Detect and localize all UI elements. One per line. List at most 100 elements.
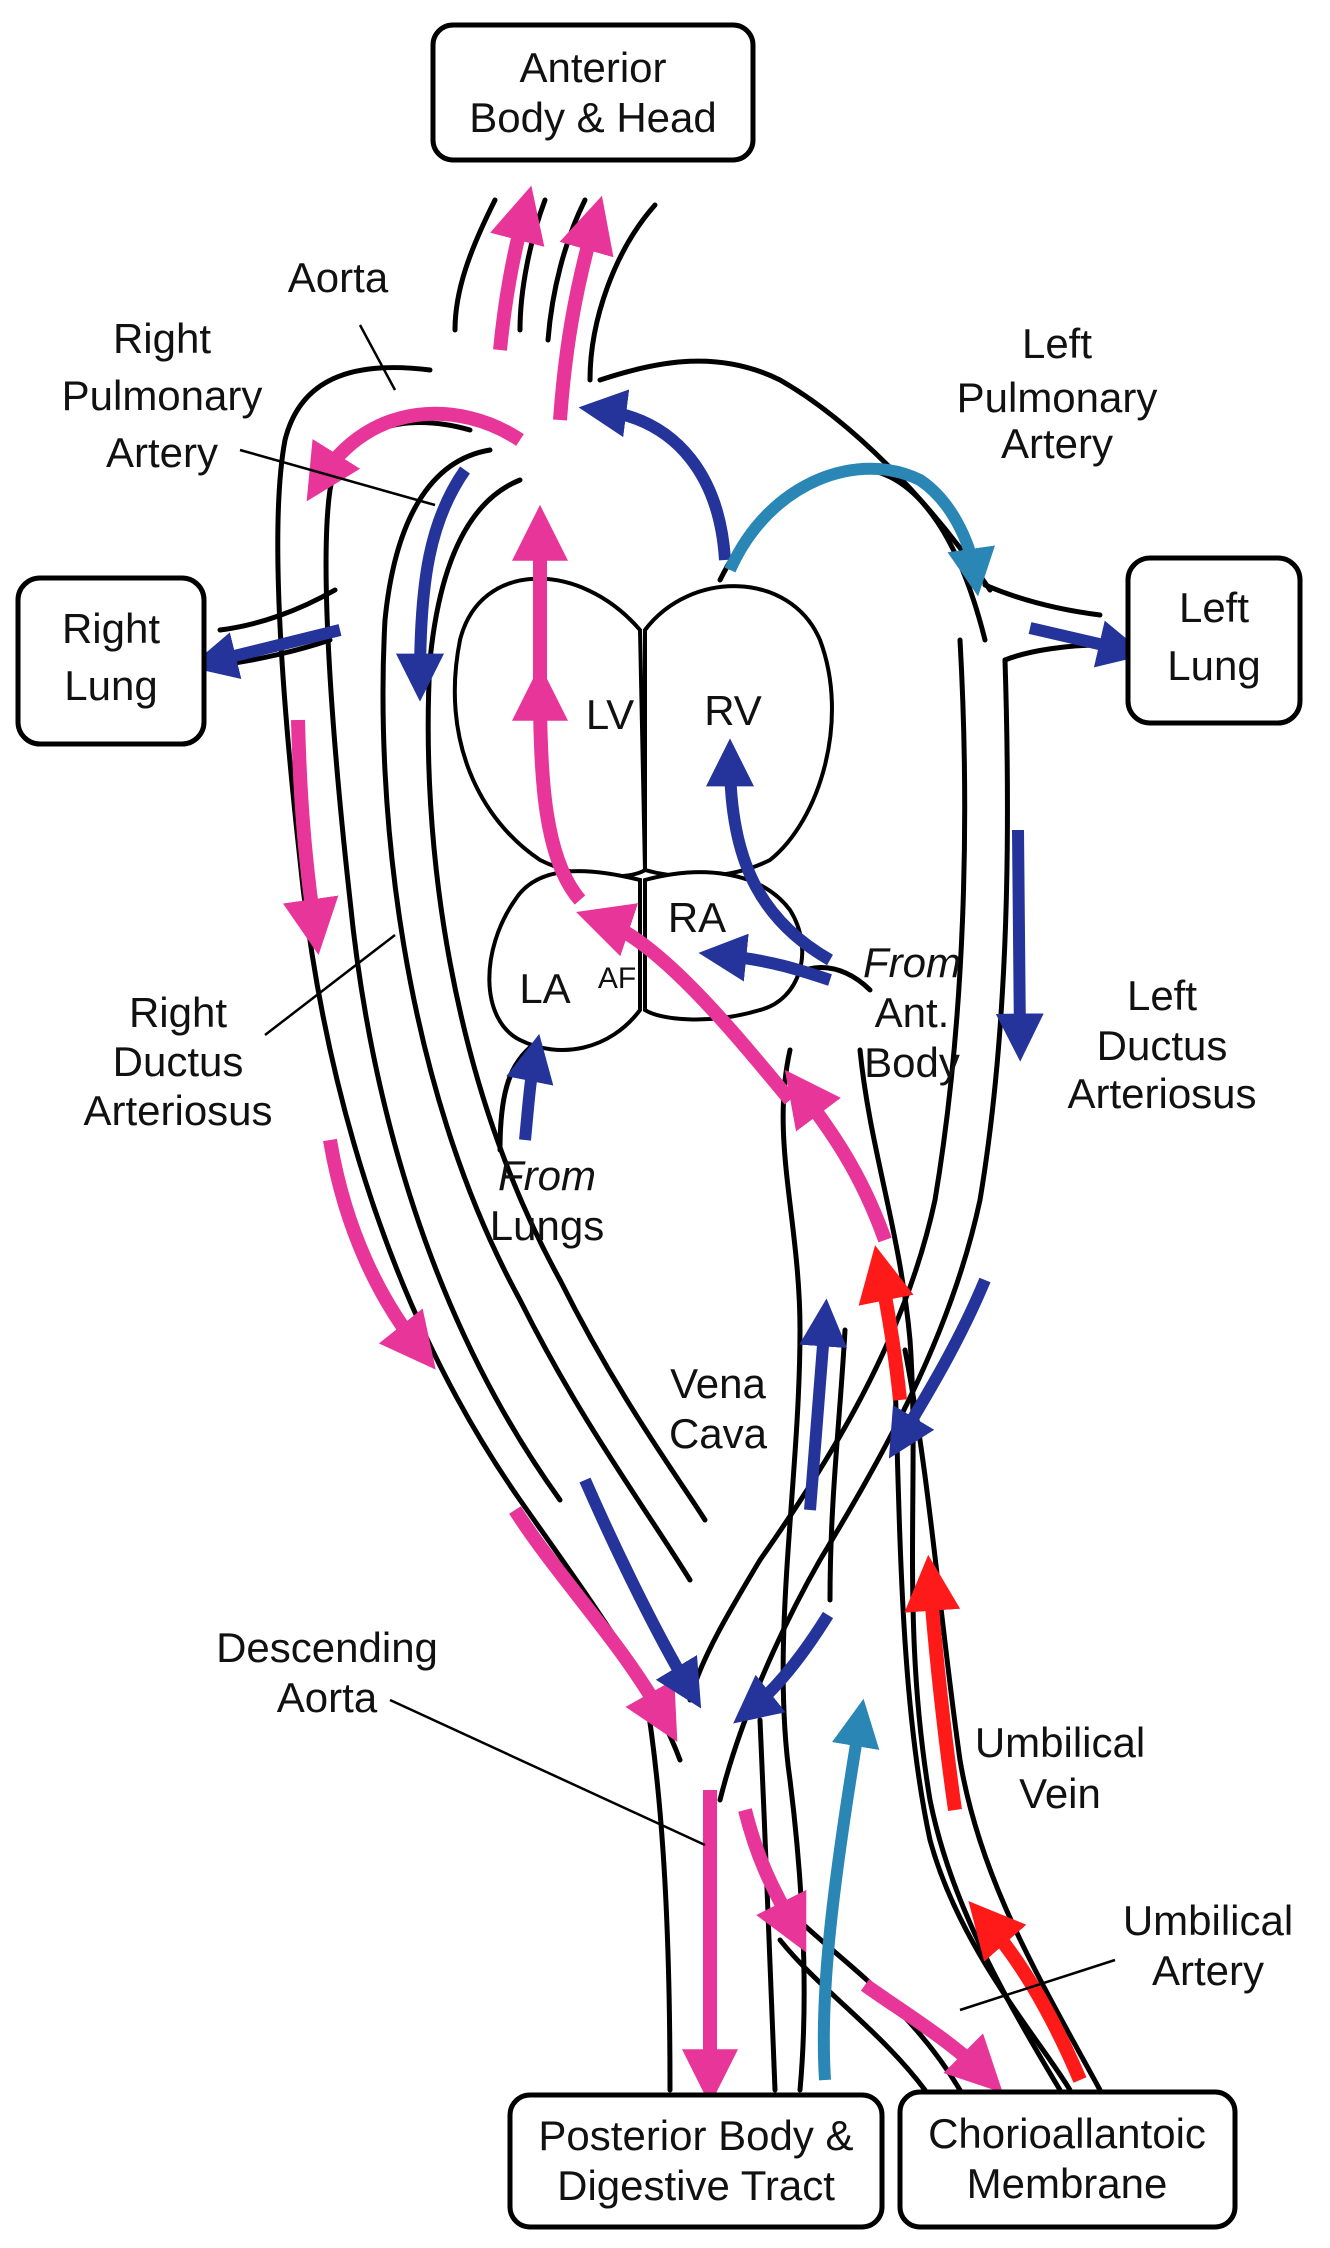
arrow-red-umbilical-2 xyxy=(904,1554,962,1811)
label-right-pulmonary-1: Right xyxy=(113,315,211,362)
label-ra: RA xyxy=(668,894,726,941)
right-ductus-outer xyxy=(380,447,693,1583)
arrow-blue-pulm-trunk xyxy=(578,389,731,561)
arrow-blue-from-lungs xyxy=(506,1033,554,1141)
label-left-ductus-1: Left xyxy=(1127,972,1197,1019)
arrow-blue-left-ductus-3 xyxy=(733,1611,834,1724)
box-anterior-line1: Anterior xyxy=(519,44,666,91)
label-umbilical-artery-1: Umbilical xyxy=(1123,1897,1293,1944)
arrow-pink-right-arch-2 xyxy=(323,1138,436,1370)
arrow-blue-left-ductus-1 xyxy=(995,829,1044,1062)
box-anterior-line2: Body & Head xyxy=(469,94,717,141)
label-aorta: Aorta xyxy=(288,254,389,301)
arrow-blue-vena-cava xyxy=(799,1298,848,1511)
label-rv: RV xyxy=(704,687,762,734)
arrow-red-umbilical-3 xyxy=(858,1245,914,1401)
vena-cava-right xyxy=(857,1047,1063,2093)
vena-cava-branch xyxy=(827,1327,848,1603)
box-posterior-body: Posterior Body & Digestive Tract xyxy=(507,2092,885,2230)
arrow-pink-desc-2 xyxy=(738,1808,807,1953)
box-right-lung: Right Lung xyxy=(15,575,207,747)
arrow-pink-vena-up xyxy=(784,1069,892,1243)
arrow-blue-right-pulm xyxy=(396,466,470,702)
arrow-red-umbilical-1 xyxy=(968,1901,1087,2083)
arrow-blue-right-ductus xyxy=(579,1477,702,1709)
umbilical-vein-outer xyxy=(902,1347,1103,2093)
left-lung-branch-bottom xyxy=(1002,642,1103,663)
label-lv: LV xyxy=(586,691,634,738)
umbilical-artery-bottom xyxy=(777,1937,928,2093)
label-left-ductus-2: Ductus xyxy=(1097,1022,1228,1069)
label-vena-cava-2: Cava xyxy=(669,1410,768,1457)
arrow-pink-rv-out xyxy=(512,664,586,905)
label-left-pulmonary-2: Pulmonary xyxy=(957,374,1158,421)
labels: Aorta Right Pulmonary Artery Left Pulmon… xyxy=(62,254,1294,1994)
arrow-pink-anterior-2 xyxy=(553,195,614,421)
descending-aorta-right xyxy=(757,1717,778,2093)
umbilical-vein-inner xyxy=(892,1377,1073,2093)
arrow-teal-posterior-up xyxy=(817,1698,880,2081)
label-vena-cava-1: Vena xyxy=(670,1360,766,1407)
box-left-lung-line2: Lung xyxy=(1167,642,1260,689)
box-posterior-line2: Digestive Tract xyxy=(557,2162,835,2209)
left-ductus-outer xyxy=(717,657,1010,1803)
label-umbilical-vein-2: Vein xyxy=(1019,1770,1101,1817)
leader-right-pulmonary xyxy=(239,448,436,507)
label-right-ductus-2: Ductus xyxy=(113,1038,244,1085)
label-la: LA xyxy=(519,965,570,1012)
box-left-lung: Left Lung xyxy=(1125,555,1303,726)
arrow-blue-ra-in xyxy=(698,933,832,986)
label-from-ant-body-3: Body xyxy=(864,1039,960,1086)
box-anterior-body-head: Anterior Body & Head xyxy=(430,22,756,163)
label-descending-aorta-2: Aorta xyxy=(277,1674,378,1721)
arrow-blue-right-lung xyxy=(189,624,342,679)
label-umbilical-artery-2: Artery xyxy=(1152,1947,1264,1994)
descending-aorta-left xyxy=(642,1687,673,2093)
arrow-pink-right-arch-3 xyxy=(509,1506,678,1742)
label-right-pulmonary-2: Pulmonary xyxy=(62,372,263,419)
box-chorioallantoic: Chorioallantoic Membrane xyxy=(897,2089,1238,2230)
box-chorio-line1: Chorioallantoic xyxy=(928,2110,1206,2157)
leader-right-ductus xyxy=(264,934,396,1036)
leader-umbilical-artery xyxy=(959,1958,1116,2012)
arrow-pink-umb-artery xyxy=(860,1979,1003,2093)
label-left-pulmonary-3: Artery xyxy=(1001,420,1113,467)
arrow-pink-right-arch-1 xyxy=(282,719,339,955)
left-lung-branch-top xyxy=(982,582,1103,618)
leader-aorta xyxy=(358,324,397,391)
leader-lines xyxy=(239,324,1116,2012)
arrow-pink-anterior-1 xyxy=(490,185,545,351)
arrow-blue-rv-up xyxy=(706,738,833,966)
leader-descending-aorta xyxy=(389,1698,706,1847)
label-from-lungs-1: From xyxy=(498,1152,596,1199)
flow-arrows xyxy=(189,185,1147,2106)
label-umbilical-vein-1: Umbilical xyxy=(975,1719,1145,1766)
right-ductus-inner xyxy=(425,477,708,1523)
box-posterior-line1: Posterior Body & xyxy=(538,2112,853,2159)
label-af: AF xyxy=(598,962,636,995)
arrow-pink-to-ra xyxy=(576,903,796,1105)
box-right-lung-line1: Right xyxy=(62,605,160,652)
label-right-pulmonary-3: Artery xyxy=(106,429,218,476)
label-right-ductus-1: Right xyxy=(129,989,227,1036)
left-atrium xyxy=(487,869,642,1052)
label-from-lungs-2: Lungs xyxy=(490,1202,604,1249)
left-arch-outer xyxy=(597,358,993,593)
box-left-lung-line1: Left xyxy=(1179,584,1249,631)
label-left-pulmonary-1: Left xyxy=(1022,320,1092,367)
box-chorio-line2: Membrane xyxy=(967,2160,1168,2207)
label-from-ant-body-2: Ant. xyxy=(875,989,950,1036)
vena-cava-left xyxy=(780,1047,807,2093)
anterior-vessel-left-wall xyxy=(452,197,498,333)
right-lung-branch-top xyxy=(217,587,338,633)
label-descending-aorta-1: Descending xyxy=(216,1624,438,1671)
vessel-outlines xyxy=(217,197,1103,2093)
arrow-blue-left-lung xyxy=(1028,620,1147,668)
label-from-ant-body-1: From xyxy=(863,939,961,986)
box-right-lung-line2: Lung xyxy=(64,662,157,709)
arrow-pink-aorta-arch xyxy=(306,406,524,502)
arrow-teal-left-pulm xyxy=(724,462,996,597)
anterior-vessel-right-wall xyxy=(587,202,658,383)
label-left-ductus-3: Arteriosus xyxy=(1067,1070,1256,1117)
